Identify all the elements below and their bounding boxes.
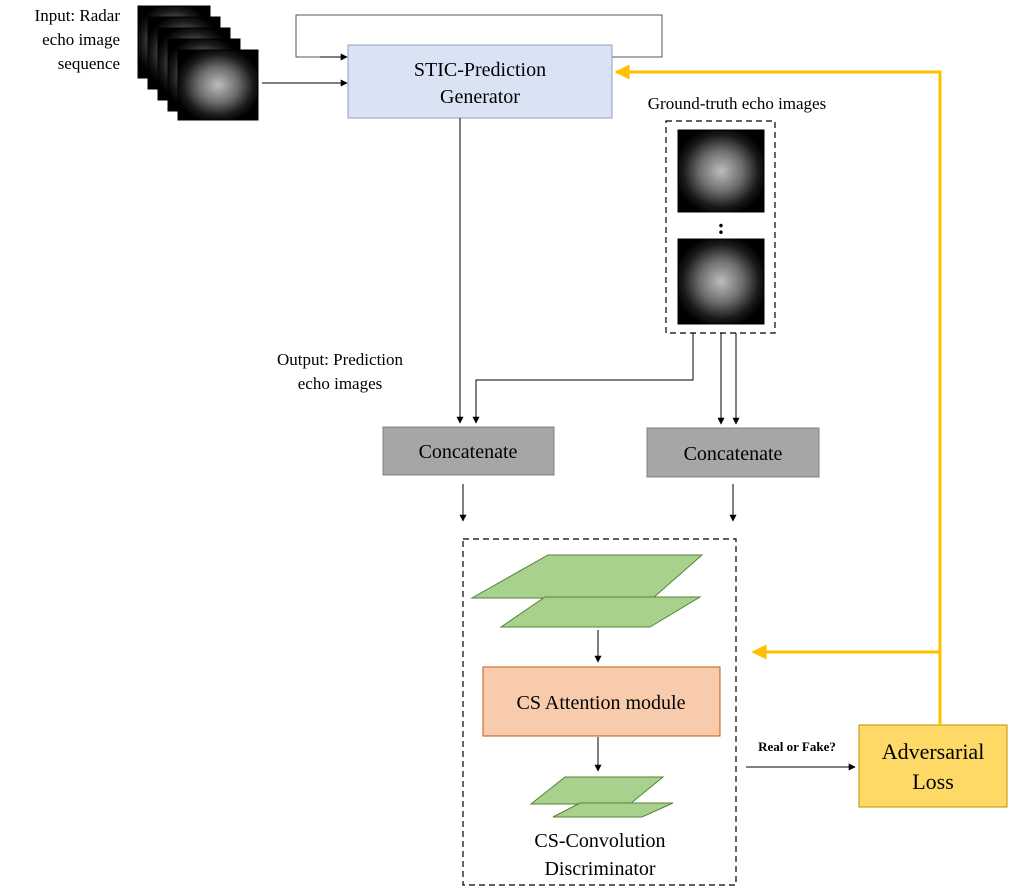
feature-layer-top-2	[499, 596, 702, 628]
adversarial-loss-line-1: Adversarial	[882, 739, 985, 764]
input-label-line-1: Input: Radar	[35, 6, 121, 25]
generator-title-line-2: Generator	[440, 86, 520, 108]
input-label-line-2: echo image	[42, 30, 120, 49]
input-label: Input: Radar echo image sequence	[35, 6, 121, 73]
adversarial-loss-box	[858, 724, 1008, 808]
ground-truth-image-1	[677, 129, 765, 213]
input-image-stack	[137, 5, 259, 121]
loss-to-generator-feedback-arrow	[614, 64, 942, 725]
output-label-line-2: echo images	[298, 374, 383, 393]
ground-truth-to-left-concat-arrow	[472, 333, 694, 424]
ground-truth-image-2	[677, 238, 765, 325]
ground-truth-label: Ground-truth echo images	[648, 94, 826, 113]
feature-layer-bottom-1	[529, 776, 665, 805]
generator-loop-line	[295, 14, 663, 58]
concat-left-label: Concatenate	[419, 441, 518, 463]
adversarial-loss-line-2: Loss	[912, 769, 954, 794]
feature-layer-bottom-2	[552, 802, 674, 818]
output-label-line-1: Output: Prediction	[277, 350, 404, 369]
input-label-line-3: sequence	[58, 54, 120, 73]
attention-module-box	[482, 666, 721, 737]
generator-box	[347, 44, 613, 119]
concat-left-box	[382, 426, 555, 476]
attention-module-label: CS Attention module	[517, 692, 686, 714]
concat-right-box	[646, 427, 820, 478]
real-or-fake-label: Real or Fake?	[758, 739, 836, 754]
discriminator-label-line-1: CS-Convolution	[534, 830, 665, 852]
discriminator-label-line-2: Discriminator	[544, 858, 655, 880]
concat-right-label: Concatenate	[684, 443, 783, 465]
generator-title-line-1: STIC-Prediction	[414, 59, 546, 81]
discriminator-box	[462, 538, 737, 886]
feature-layer-top-1	[470, 554, 704, 599]
ground-truth-ellipsis: :	[717, 214, 724, 239]
